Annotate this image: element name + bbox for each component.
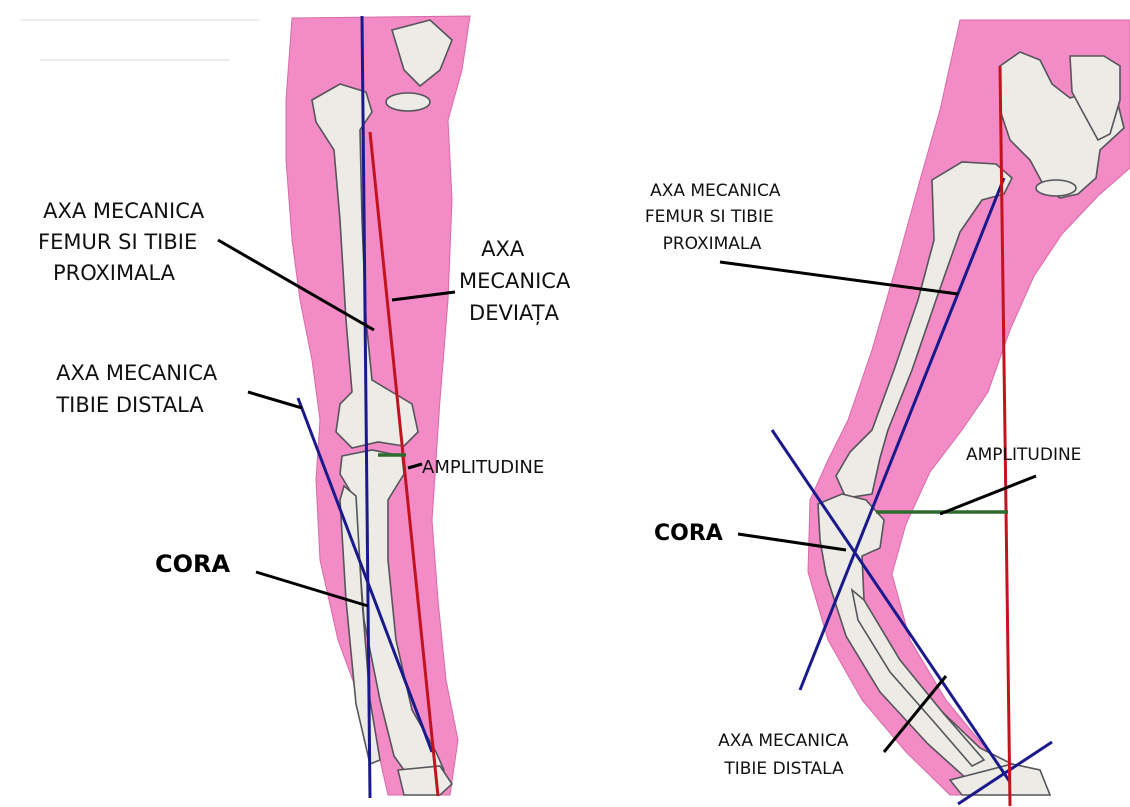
right-femur-tibia-label-line3: PROXIMALA	[663, 234, 762, 254]
right-femur-tibia-label-line2: FEMUR SI TIBIE	[645, 207, 774, 227]
right-cora-label: CORA	[654, 521, 723, 546]
right-distal-label-line2: TIBIE DISTALA	[723, 759, 844, 779]
left-deviated-label: AXA MECANICA DEVIAȚA	[459, 237, 577, 325]
right-femur-tibia-label-line1: AXA MECANICA	[650, 181, 781, 201]
left-deviated-label-line2: MECANICA	[459, 269, 571, 293]
right-distal-label-line1: AXA MECANICA	[718, 731, 849, 751]
left-distal-label-line1: AXA MECANICA	[56, 361, 218, 385]
left-deviated-label-line1: AXA	[481, 237, 525, 261]
left-deviated-label-line3: DEVIAȚA	[469, 301, 560, 325]
left-acetabulum	[386, 93, 430, 111]
left-leader-distal	[248, 392, 302, 408]
left-amplitude-label: AMPLITUDINE	[422, 457, 544, 478]
left-distal-label: AXA MECANICA TIBIE DISTALA	[55, 361, 224, 417]
left-cora-label: CORA	[155, 550, 230, 578]
left-femur-tibia-label-line3: PROXIMALA	[53, 261, 176, 285]
right-amplitude-label: AMPLITUDINE	[966, 445, 1081, 465]
right-leader-amplitude	[940, 476, 1036, 514]
left-femur-tibia-label-line2: FEMUR SI TIBIE	[38, 230, 197, 254]
right-femur-tibia-label: AXA MECANICA FEMUR SI TIBIE PROXIMALA	[645, 181, 786, 254]
right-leg-diagram: AXA MECANICA FEMUR SI TIBIE PROXIMALA AM…	[600, 0, 1130, 807]
left-panel: AXA MECANICA FEMUR SI TIBIE PROXIMALA AX…	[0, 0, 600, 807]
right-distal-label: AXA MECANICA TIBIE DISTALA	[718, 731, 854, 779]
left-distal-label-line2: TIBIE DISTALA	[55, 393, 204, 417]
right-panel: AXA MECANICA FEMUR SI TIBIE PROXIMALA AM…	[600, 0, 1130, 807]
left-femur-tibia-label: AXA MECANICA FEMUR SI TIBIE PROXIMALA	[38, 199, 211, 285]
left-leg-diagram: AXA MECANICA FEMUR SI TIBIE PROXIMALA AX…	[0, 0, 600, 807]
right-acetabulum	[1036, 180, 1076, 196]
left-background-sketch	[20, 20, 260, 60]
left-femur-tibia-label-line1: AXA MECANICA	[43, 199, 205, 223]
